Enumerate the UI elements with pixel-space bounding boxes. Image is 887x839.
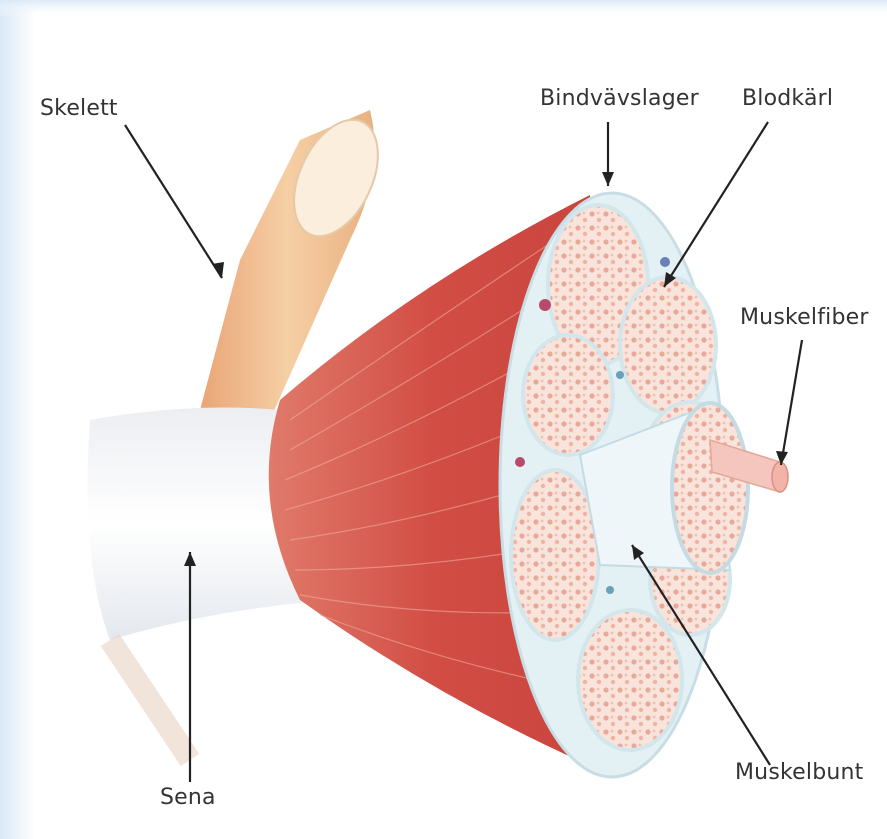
label-skelett: Skelett xyxy=(40,96,118,121)
label-muskelfiber: Muskelfiber xyxy=(740,305,869,330)
label-muskelbunt: Muskelbunt xyxy=(735,760,863,785)
label-sena: Sena xyxy=(160,785,216,810)
label-blodkarl: Blodkärl xyxy=(742,86,833,111)
label-bindvavslager: Bindvävslager xyxy=(540,86,699,111)
